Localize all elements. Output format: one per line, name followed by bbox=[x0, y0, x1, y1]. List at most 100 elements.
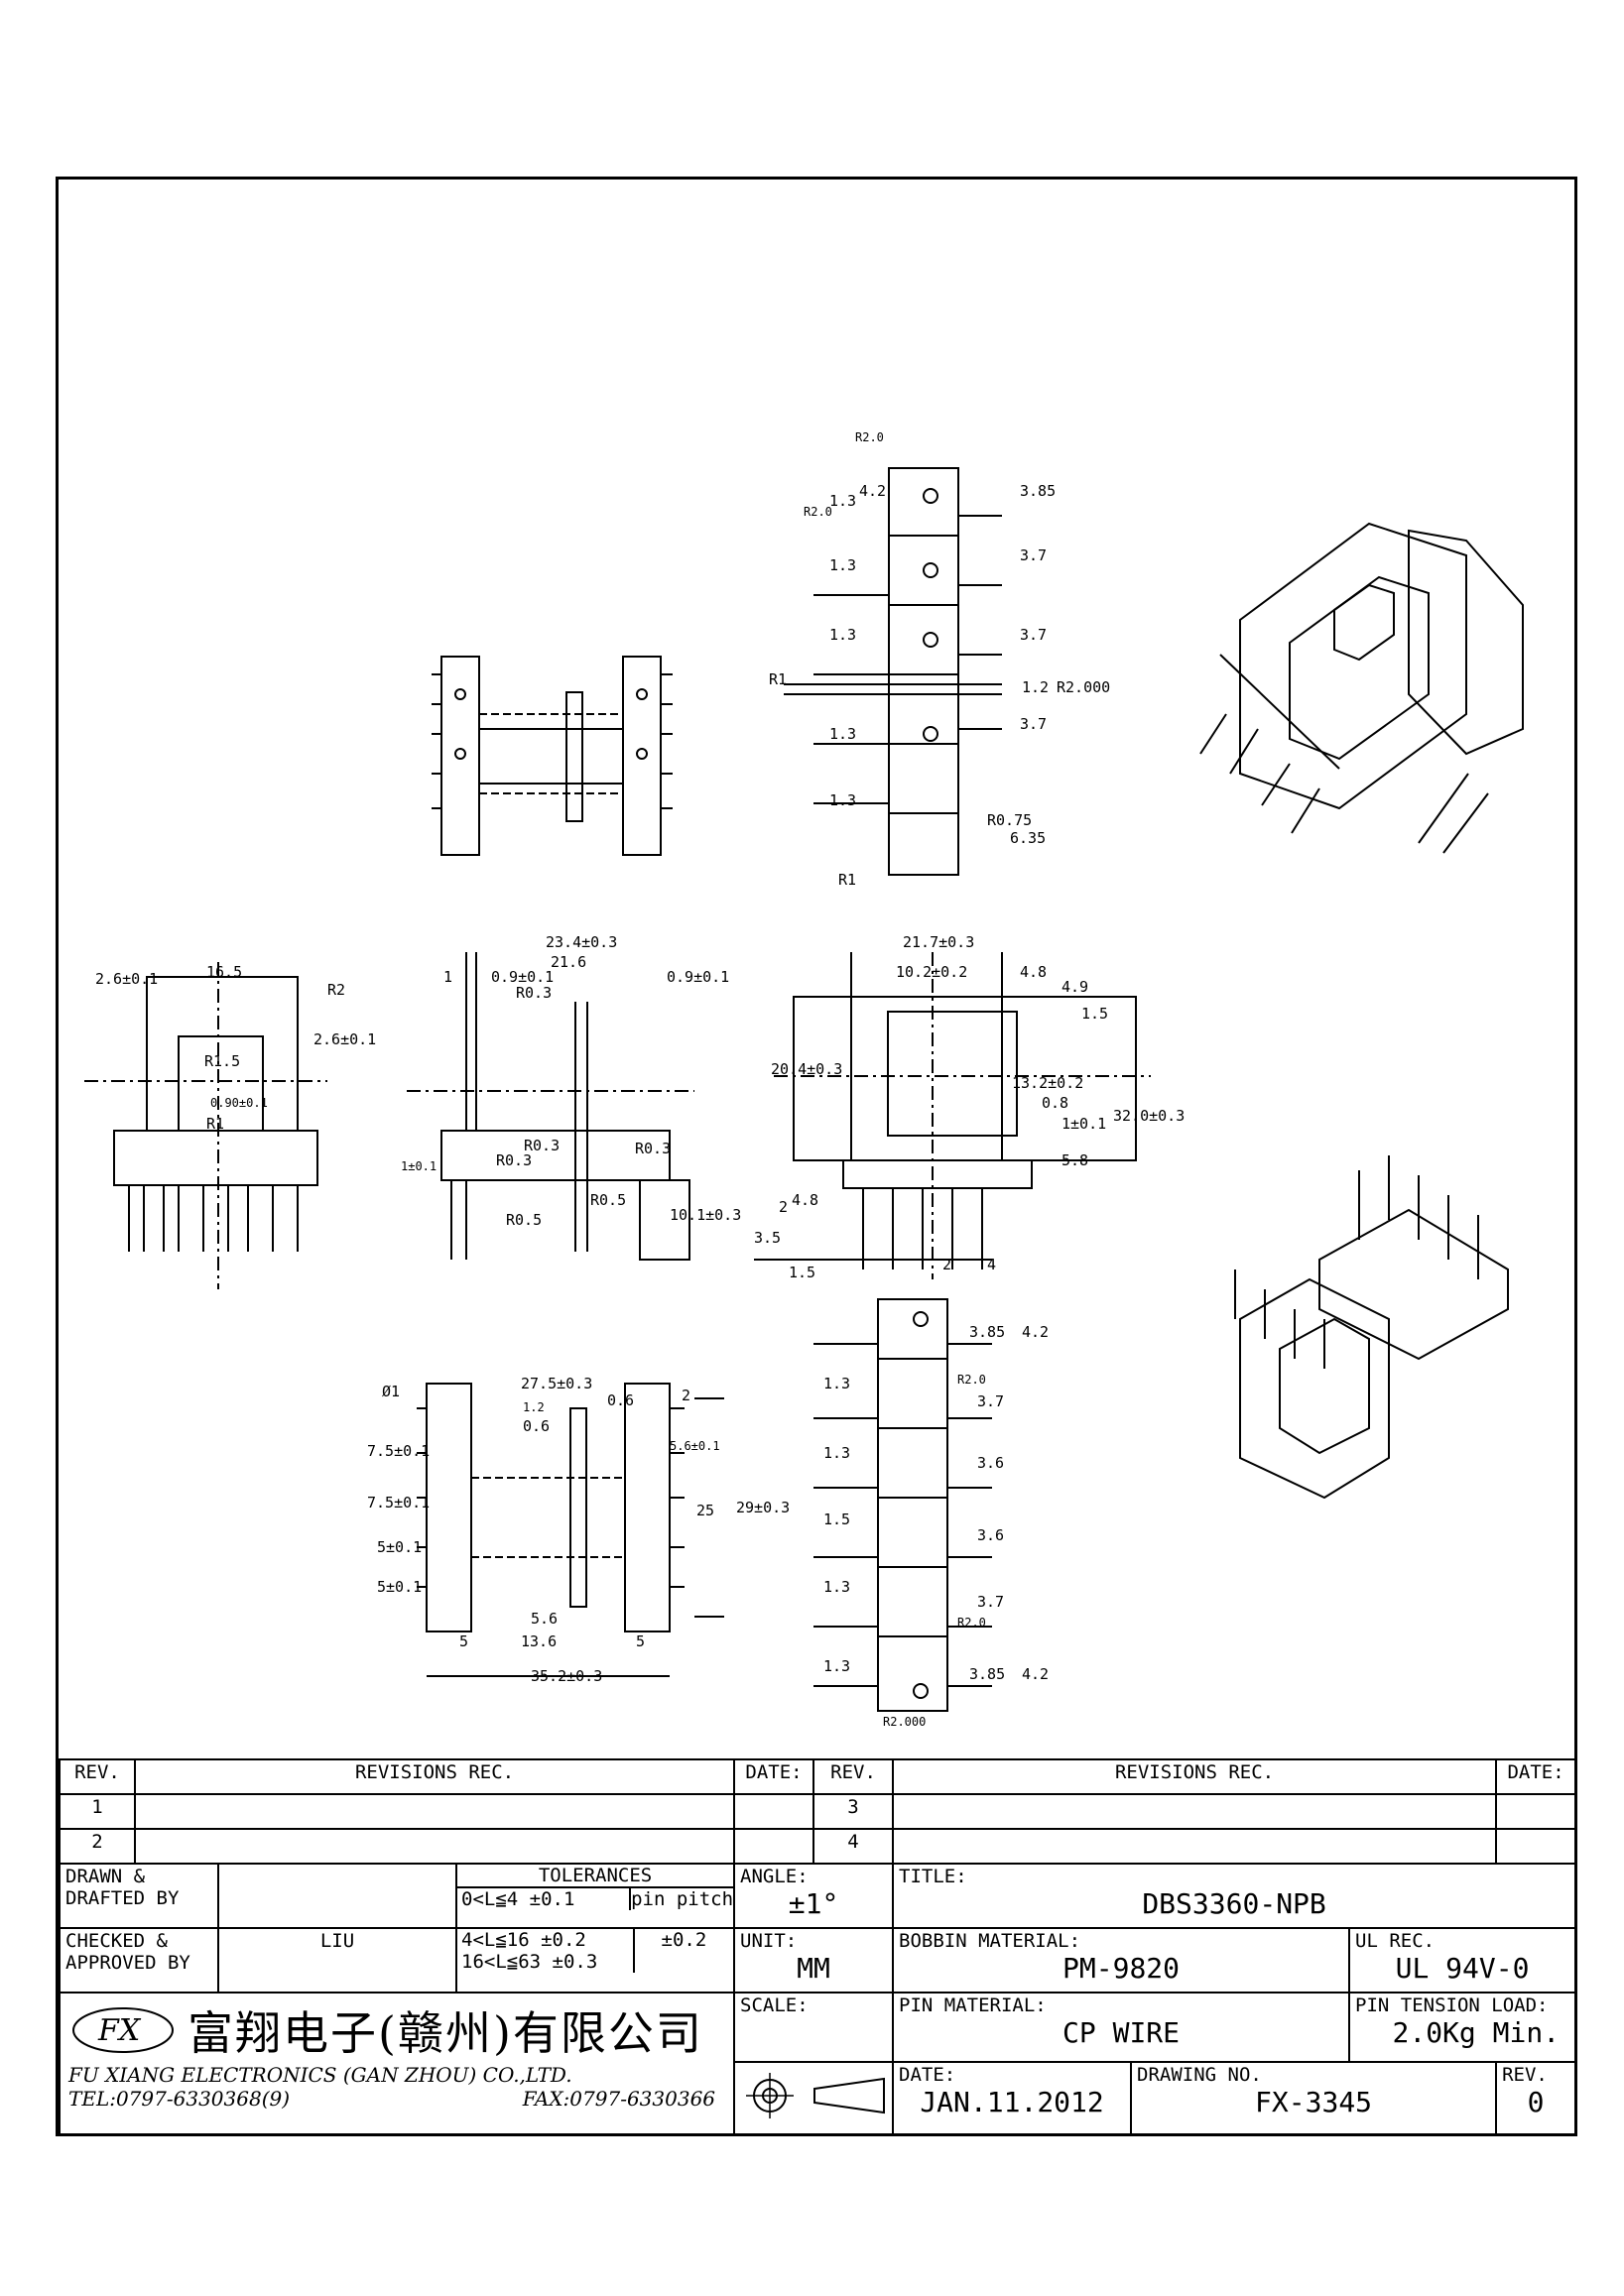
dim-label: 1.3 bbox=[829, 791, 856, 809]
dim-label: 0.9±0.1 bbox=[491, 968, 554, 986]
dim-label: 1.2 bbox=[1022, 678, 1049, 696]
revision-date bbox=[733, 1828, 815, 1865]
revision-row-4: 4 bbox=[812, 1828, 895, 1865]
dim-label: R2.0 bbox=[804, 505, 832, 519]
dim-label: 3.85 bbox=[969, 1665, 1005, 1683]
date-header-right: DATE: bbox=[1495, 1758, 1577, 1795]
dim-label: 7.5±0.1 bbox=[367, 1442, 430, 1460]
revision-date bbox=[733, 1793, 815, 1830]
company-name-en: FU XIANG ELECTRONICS (GAN ZHOU) CO.,LTD. bbox=[68, 2063, 572, 2087]
revision-row-2: 2 bbox=[59, 1828, 136, 1865]
front-view bbox=[84, 962, 327, 1289]
dim-label: 5±0.1 bbox=[377, 1538, 422, 1556]
tolerance-row: 16<L≦63 ±0.3 bbox=[461, 1951, 598, 1973]
bobbin-material-box: BOBBIN MATERIAL: PM-9820 bbox=[892, 1927, 1351, 1994]
revision-record bbox=[892, 1793, 1498, 1830]
revision-record bbox=[892, 1828, 1498, 1865]
title-box: TITLE: DBS3360-NPB bbox=[892, 1863, 1577, 1929]
first-angle-projection-icon bbox=[746, 2073, 886, 2118]
dim-label: R1.5 bbox=[204, 1052, 240, 1070]
dim-label: 1.5 bbox=[823, 1511, 850, 1528]
dim-label: 3.7 bbox=[1020, 626, 1047, 644]
rev-header: REV. bbox=[59, 1758, 136, 1795]
dim-label: 1±0.1 bbox=[401, 1159, 437, 1173]
drawn-by-label: DRAWN & DRAFTED BY bbox=[59, 1863, 219, 1929]
dim-label: 1 bbox=[443, 968, 452, 986]
pin-tension-box: PIN TENSION LOAD: 2.0Kg Min. bbox=[1348, 1992, 1577, 2063]
end-view bbox=[754, 952, 1151, 1279]
svg-text:FX: FX bbox=[97, 2013, 142, 2048]
revisions-rec-header: REVISIONS REC. bbox=[133, 1758, 736, 1795]
dim-label: 2 bbox=[682, 1387, 690, 1404]
rev-header-right: REV. bbox=[812, 1758, 895, 1795]
dim-label: 2.6±0.1 bbox=[95, 970, 158, 988]
checked-by-value: LIU bbox=[217, 1927, 457, 1994]
company-tel: TEL:0797-6330368(9) bbox=[68, 2087, 291, 2111]
dim-label: 1.3 bbox=[823, 1578, 850, 1596]
dim-label: 1.3 bbox=[823, 1444, 850, 1462]
revisions-rec-header-right: REVISIONS REC. bbox=[892, 1758, 1498, 1795]
dim-label: 4.8 bbox=[1020, 963, 1047, 981]
top-view-small bbox=[432, 656, 673, 856]
dim-label: R0.3 bbox=[496, 1151, 532, 1169]
dim-label: 3.7 bbox=[1020, 715, 1047, 733]
dim-label: 4.2 bbox=[859, 482, 886, 500]
dim-label: 21.6 bbox=[551, 953, 586, 971]
dim-label: Ø1 bbox=[382, 1383, 400, 1400]
revision-date bbox=[1495, 1793, 1577, 1830]
dim-label: R0.5 bbox=[590, 1191, 626, 1209]
dim-label: 23.4±0.3 bbox=[546, 933, 617, 951]
dim-label: R0.3 bbox=[635, 1140, 671, 1157]
dim-label: 2 bbox=[779, 1198, 788, 1216]
isometric-view-top bbox=[1199, 522, 1524, 854]
dim-label: 20.4±0.3 bbox=[771, 1060, 842, 1078]
dim-label: 1.3 bbox=[829, 626, 856, 644]
drawing-no-box: DRAWING NO. FX-3345 bbox=[1130, 2061, 1498, 2135]
dim-label: 4.9 bbox=[1062, 978, 1088, 996]
dim-label: R0.5 bbox=[506, 1211, 542, 1229]
pin-pitch-label: pin pitch bbox=[631, 1888, 734, 1910]
dim-label: 1.5 bbox=[1081, 1005, 1108, 1023]
company-name-zh: 富翔电子(赣州)有限公司 bbox=[187, 2006, 703, 2060]
dim-label: 1.3 bbox=[829, 556, 856, 574]
drawing-sheet-border bbox=[56, 177, 1577, 2136]
dim-label: 13.2±0.2 bbox=[1012, 1074, 1083, 1092]
dim-label: 5 bbox=[636, 1632, 645, 1650]
dim-label: 1.2 bbox=[523, 1400, 545, 1414]
dim-label: R2.0 bbox=[957, 1373, 986, 1387]
dim-label: 13.6 bbox=[521, 1632, 557, 1650]
dim-label: 0.9±0.1 bbox=[667, 968, 729, 986]
dim-label: R1 bbox=[838, 871, 856, 889]
dim-label: 25 bbox=[696, 1502, 714, 1519]
dim-label: 1±0.1 bbox=[1062, 1115, 1106, 1133]
dim-label: 2.6±0.1 bbox=[313, 1030, 376, 1048]
company-fax: FAX:0797-6330366 bbox=[522, 2087, 716, 2111]
dim-label: 3.85 bbox=[969, 1323, 1005, 1341]
dim-label: 1.3 bbox=[829, 725, 856, 743]
dim-label: 3.6 bbox=[977, 1526, 1004, 1544]
company-logo-block: FX 富翔电子(赣州)有限公司 FU XIANG ELECTRONICS (GA… bbox=[58, 1992, 736, 2135]
dim-label: 1.3 bbox=[823, 1375, 850, 1392]
rev-box: REV. 0 bbox=[1495, 2061, 1577, 2135]
dim-label: 10.2±0.2 bbox=[896, 963, 967, 981]
part-number: DBS3360-NPB bbox=[1142, 1887, 1326, 1920]
dim-label: R0.3 bbox=[524, 1137, 560, 1154]
revision-record bbox=[133, 1828, 736, 1865]
projection-symbol bbox=[733, 2061, 895, 2135]
dim-label: 35.2±0.3 bbox=[531, 1667, 602, 1685]
dim-label: 1.3 bbox=[829, 492, 856, 510]
dim-label: 16.5 bbox=[206, 963, 242, 981]
dim-label: 5.6 bbox=[531, 1610, 558, 1628]
date-header: DATE: bbox=[733, 1758, 815, 1795]
tolerance-row: 4<L≦16 ±0.2 bbox=[461, 1929, 586, 1951]
dim-label: R2.0 bbox=[957, 1616, 986, 1630]
dim-label: 1.3 bbox=[823, 1657, 850, 1675]
pin-side-view-top bbox=[784, 467, 1002, 876]
dim-label: 0.8 bbox=[1042, 1094, 1068, 1112]
dim-label: 29±0.3 bbox=[736, 1499, 790, 1516]
side-view bbox=[407, 952, 694, 1261]
unit-box: UNIT: MM bbox=[733, 1927, 895, 1994]
tolerance-row: 0<L≦4 ±0.1 bbox=[461, 1888, 575, 1910]
dim-label: 3.7 bbox=[977, 1593, 1004, 1611]
